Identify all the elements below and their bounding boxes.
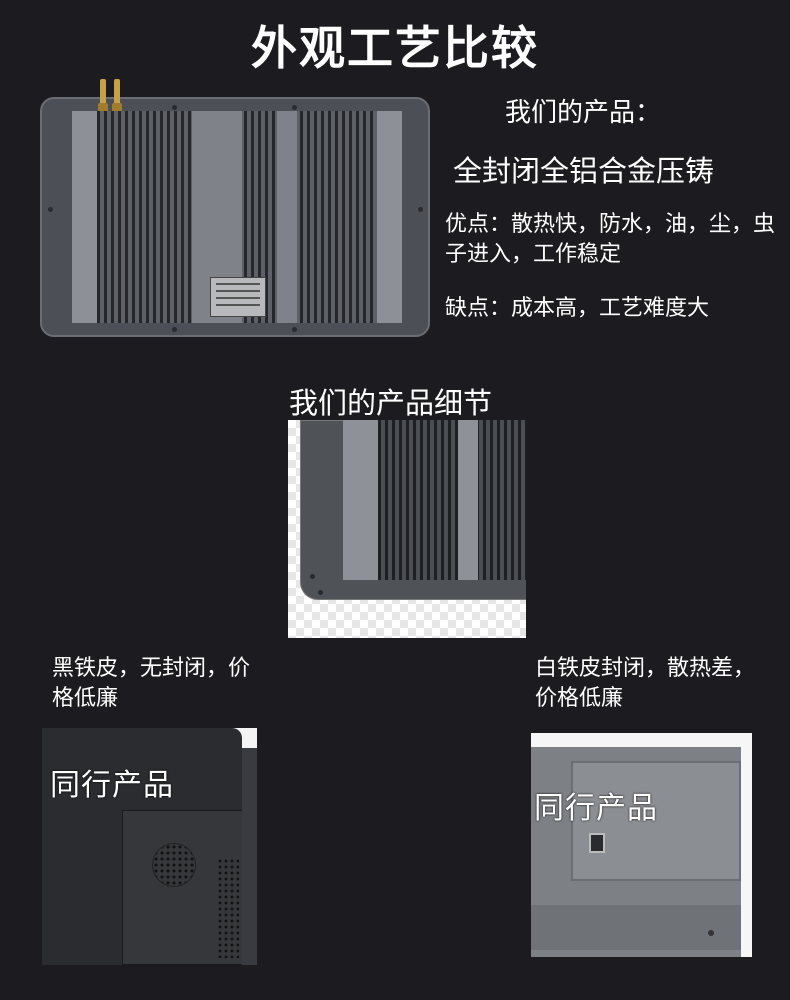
antenna-icon (98, 79, 108, 113)
peer-product-white-image: 同行产品 (531, 733, 752, 957)
cons-text: 缺点：成本高，工艺难度大 (445, 296, 710, 321)
usb-port-icon (589, 833, 605, 853)
heatsink-gap (277, 111, 297, 323)
screw (318, 590, 323, 595)
case-edge (242, 748, 257, 965)
screw (418, 207, 423, 212)
screw (48, 207, 53, 212)
left-comparison-caption: 黑铁皮，无封闭，价格低廉 (52, 656, 251, 711)
speaker-grille-icon (152, 843, 196, 887)
right-comparison-caption: 白铁皮封闭，散热差，价格低廉 (535, 656, 756, 711)
screw (172, 105, 177, 110)
page-title: 外观工艺比较 (251, 21, 539, 75)
heatsink-gap (458, 420, 478, 580)
screw (292, 105, 297, 110)
our-product-subheading: 全封闭全铝合金压铸 (453, 154, 715, 188)
case-frame (571, 761, 741, 881)
peer-product-label: 同行产品 (534, 791, 658, 826)
heatsink-fins (378, 420, 526, 580)
vent-holes (217, 858, 239, 958)
peer-product-black-image: 同行产品 (42, 728, 257, 965)
screw (292, 327, 297, 332)
antenna-icon (112, 79, 122, 113)
product-label-plate (210, 277, 266, 317)
screw (172, 327, 177, 332)
peer-product-label: 同行产品 (50, 768, 174, 803)
detail-heading: 我们的产品细节 (289, 386, 493, 420)
screw (708, 930, 714, 936)
pros-text: 优点：散热快，防水，油，尘，虫子进入，工作稳定 (445, 212, 776, 267)
screw (310, 574, 315, 579)
our-product-heading: 我们的产品： (505, 98, 662, 128)
main-product-image (40, 79, 430, 337)
detail-image (288, 420, 526, 638)
case-bottom (531, 905, 741, 950)
